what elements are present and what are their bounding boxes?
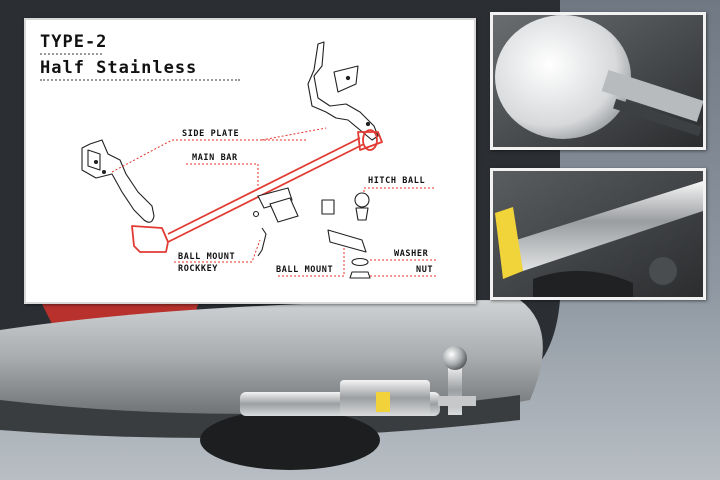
- receiver-box: [257, 187, 293, 209]
- type-title: TYPE-2: [40, 32, 108, 52]
- title-underline-2: [40, 79, 240, 81]
- diagram-panel: TYPE-2 Half Stainless: [24, 18, 476, 304]
- label-hitch-ball: HITCH BALL: [368, 176, 425, 186]
- leader-ball-mount: [278, 246, 345, 277]
- label-main-bar: MAIN BAR: [192, 153, 238, 163]
- label-nut: NUT: [416, 265, 433, 275]
- ball-mount: [327, 229, 367, 253]
- leader-main-bar: [186, 163, 259, 192]
- detail-bar: [601, 70, 703, 122]
- washer: [351, 257, 369, 267]
- label-ball-mount: BALL MOUNT: [276, 265, 333, 275]
- nut: [349, 271, 371, 279]
- detail-photo-ball: [490, 12, 706, 150]
- rear-tire: [200, 410, 380, 470]
- hitch-exploded-diagram: SIDE PLATE MAIN BAR HITCH BALL BALL MOUN…: [81, 41, 436, 279]
- label-ball-mount-rockkey-2: ROCKKEY: [178, 264, 218, 274]
- yellow-tag: [376, 392, 390, 412]
- title-underline: [40, 53, 102, 55]
- detail-photo-bar-image: [493, 171, 703, 297]
- left-side-plate: [81, 139, 155, 223]
- right-side-plate: [307, 41, 379, 141]
- leader-hitch-ball: [363, 187, 436, 192]
- model-title: Half Stainless: [40, 58, 198, 78]
- caution-sticker: [495, 207, 523, 279]
- leader-side-plate: [111, 139, 306, 173]
- stainless-tube: [513, 181, 703, 271]
- hitch-ball-photo: [443, 346, 467, 370]
- detail-photo-bar: [490, 168, 706, 300]
- main-bar: [167, 137, 365, 243]
- leader-side-plate-2: [261, 127, 327, 141]
- ball-mount-block: [321, 199, 335, 215]
- leader-ball-mount-rockkey: [174, 239, 261, 263]
- hitch-ball-base: [438, 396, 476, 406]
- label-washer: WASHER: [394, 249, 429, 259]
- hitch-ball-stem: [448, 365, 462, 415]
- rockkey: [257, 227, 267, 257]
- label-ball-mount-rockkey-1: BALL MOUNT: [178, 252, 235, 262]
- hitch-ball: [354, 192, 370, 208]
- main-bar-left-plate: [131, 225, 169, 253]
- ball-cover-disc: [495, 15, 631, 139]
- label-side-plate: SIDE PLATE: [182, 129, 239, 139]
- detail-photo-ball-image: [493, 15, 703, 147]
